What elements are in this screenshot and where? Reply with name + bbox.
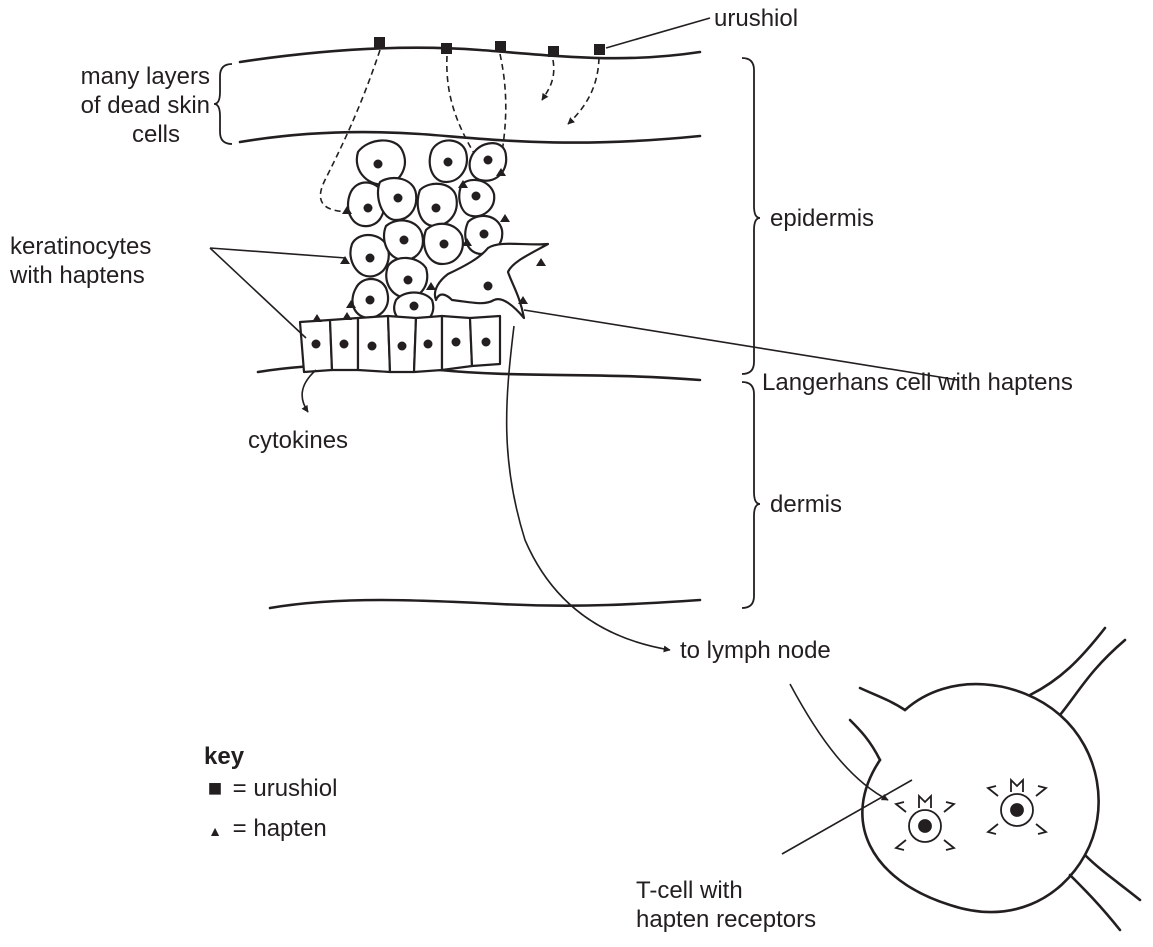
keratinocytes-line-1: keratinocytes [10, 232, 151, 261]
dermis-bracket [742, 382, 760, 608]
keratinocytes-label: keratinocytes with haptens [10, 232, 151, 290]
dead-cells-bracket [214, 64, 232, 144]
dead-cells-bottom-line [240, 132, 700, 143]
dermis-label: dermis [770, 490, 842, 519]
cytokines-label: cytokines [248, 426, 348, 455]
urushiol-leader-line [606, 18, 710, 48]
key-item-hapten: ▲ = hapten [204, 814, 327, 846]
key-item-urushiol-text: = urushiol [233, 775, 338, 802]
key-item-hapten-text: = hapten [233, 815, 327, 842]
t-cell-1 [896, 796, 954, 850]
dermis-bottom-line [270, 600, 700, 608]
langerhans-label: Langerhans cell with haptens [762, 368, 1073, 397]
lymph-node [850, 628, 1140, 930]
cytokines-arrow [302, 370, 316, 412]
lymph-arrow [790, 684, 888, 800]
t-cell-2 [988, 780, 1046, 834]
key-item-urushiol: ■ = urushiol [204, 774, 337, 803]
triangle-icon: ▲ [204, 817, 226, 846]
keratinocyte-leader-1 [210, 248, 346, 258]
epidermis-bracket [742, 58, 760, 374]
dead-cells-label: many layers of dead skin cells [30, 62, 210, 149]
dead-cells-line-3: cells [30, 120, 180, 149]
tcell-line-2: hapten receptors [636, 905, 816, 934]
tcell-label: T-cell with hapten receptors [636, 876, 816, 934]
tcell-line-1: T-cell with [636, 876, 816, 905]
urushiol-label: urushiol [714, 4, 798, 33]
keratinocytes-line-2: with haptens [10, 261, 151, 290]
skin-surface-line [240, 48, 700, 62]
square-icon: ■ [204, 774, 226, 803]
tcell-leader-line [782, 780, 912, 854]
key-title: key [204, 742, 244, 771]
dead-cells-line-2: of dead skin [30, 91, 210, 120]
keratinocyte-leader-2 [210, 248, 306, 338]
epidermis-label: epidermis [770, 204, 874, 233]
lymph-node-label: to lymph node [680, 636, 831, 665]
dead-cells-line-1: many layers [30, 62, 210, 91]
